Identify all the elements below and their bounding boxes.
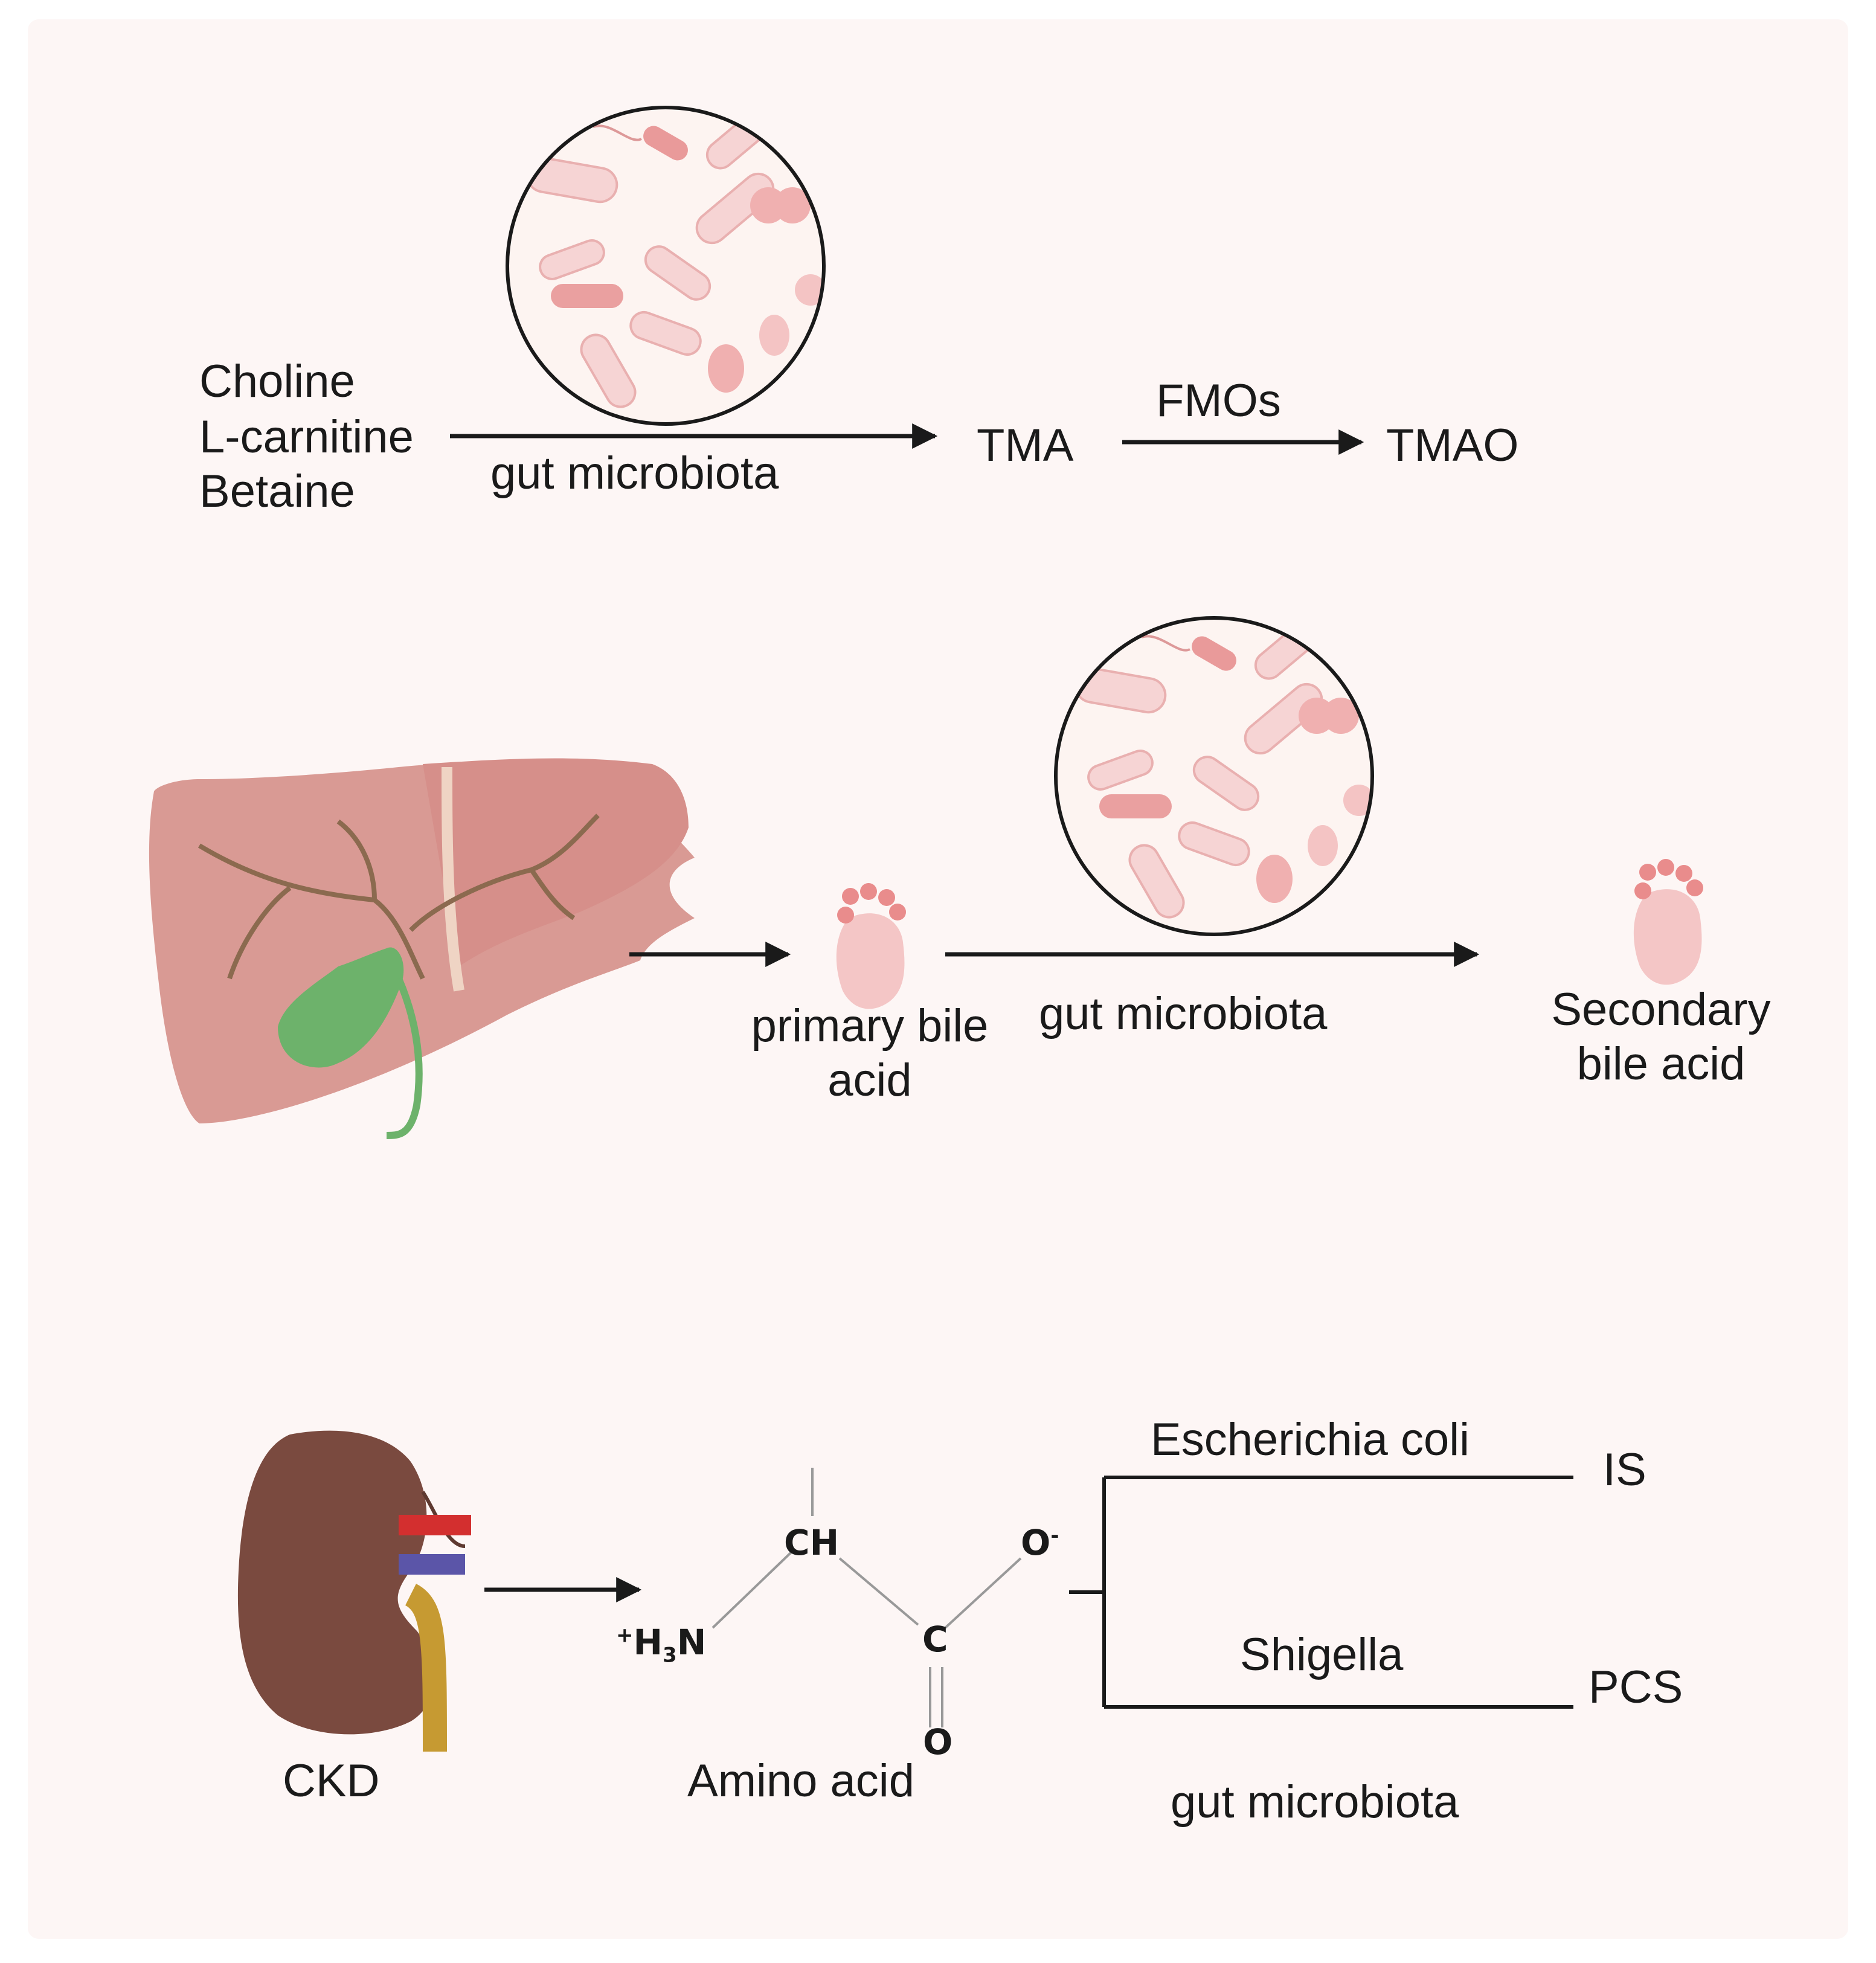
label-amino-acid: Amino acid xyxy=(687,1755,914,1807)
label-primary-bile-acid-line2: acid xyxy=(827,1055,912,1106)
label-secondary-bile-acid-line1: Secondary xyxy=(1551,984,1771,1035)
label-tma: TMA xyxy=(977,420,1074,471)
label-tmao: TMAO xyxy=(1386,420,1519,471)
liver-illustration xyxy=(149,758,695,1139)
label-escherichia-coli: Escherichia coli xyxy=(1151,1414,1470,1465)
label-gut-microbiota-middle: gut microbiota xyxy=(1039,988,1328,1039)
atom-c: C xyxy=(922,1619,948,1660)
label-gut-microbiota-top: gut microbiota xyxy=(490,448,779,499)
atom-o-minus: O- xyxy=(1021,1522,1059,1563)
amino-acid-structure xyxy=(712,1468,1022,1727)
label-is: IS xyxy=(1603,1444,1646,1496)
label-shigella: Shigella xyxy=(1240,1629,1404,1680)
label-ckd: CKD xyxy=(283,1755,380,1807)
label-primary-bile-acid-line1: primary bile xyxy=(751,1000,989,1052)
secondary-bile-acid-icon xyxy=(1633,859,1703,985)
precursor-choline: Choline xyxy=(199,356,355,407)
label-gut-microbiota-bottom: gut microbiota xyxy=(1171,1776,1459,1828)
atom-ch: CH xyxy=(784,1522,840,1563)
atom-o-double: O xyxy=(923,1721,953,1762)
bacteria-circle-top xyxy=(506,106,826,426)
label-secondary-bile-acid-line2: bile acid xyxy=(1576,1038,1746,1090)
kidney-illustration xyxy=(237,1430,471,1752)
branch-bracket xyxy=(1069,1476,1573,1709)
label-fmos: FMOs xyxy=(1156,375,1281,426)
precursor-l-carnitine: L-carnitine xyxy=(199,411,414,463)
label-pcs: PCS xyxy=(1588,1662,1683,1713)
primary-bile-acid-icon xyxy=(836,883,906,1009)
precursor-betaine: Betaine xyxy=(199,466,355,517)
bacteria-circle-middle xyxy=(1054,616,1374,936)
atom-amine: +H3N xyxy=(616,1622,707,1668)
